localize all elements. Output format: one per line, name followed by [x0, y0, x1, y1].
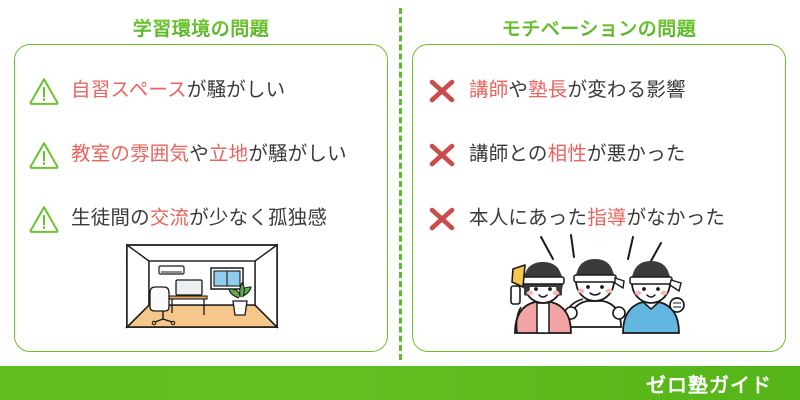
- list-item: 講師との相性が悪かった: [425, 123, 775, 187]
- card-left: 自習スペースが騒がしい 教室の雰囲気や立地が騒がしい: [14, 44, 388, 352]
- list-item: 本人にあった指導がなかった: [425, 187, 775, 251]
- card-right: 講師や塾長が変わる影響 講師との相性が悪かった: [412, 44, 786, 352]
- red-cross-icon: [425, 202, 459, 236]
- column-divider: [399, 8, 402, 360]
- list-item-text: 本人にあった指導がなかった: [469, 207, 726, 230]
- red-cross-icon: [425, 138, 459, 172]
- list-item-text: 教室の雰囲気や立地が騒がしい: [71, 143, 347, 166]
- list-item-text: 講師との相性が悪かった: [469, 143, 686, 166]
- brand-name: ゼロ塾ガイド: [646, 374, 772, 397]
- list-item: 講師や塾長が変わる影響: [425, 59, 775, 123]
- column-learning-environment: 学習環境の問題 自習スペースが騒がしい: [6, 0, 396, 366]
- column-title-right: モチベーションの問題: [404, 14, 794, 41]
- list-item: 自習スペースが騒がしい: [27, 59, 377, 123]
- warning-triangle-icon: [27, 74, 61, 108]
- issue-list-left: 自習スペースが騒がしい 教室の雰囲気や立地が騒がしい: [27, 59, 377, 251]
- warning-triangle-icon: [27, 138, 61, 172]
- cheering-students-illustration: [413, 231, 787, 347]
- list-item: 生徒間の交流が少なく孤独感: [27, 187, 377, 251]
- footer-bar: ゼロ塾ガイド: [0, 366, 800, 400]
- list-item-text: 講師や塾長が変わる影響: [469, 79, 686, 102]
- red-cross-icon: [425, 74, 459, 108]
- list-item: 教室の雰囲気や立地が騒がしい: [27, 123, 377, 187]
- warning-triangle-icon: [27, 202, 61, 236]
- empty-study-room-illustration: [15, 231, 389, 347]
- column-title-left: 学習環境の問題: [6, 14, 396, 41]
- list-item-text: 生徒間の交流が少なく孤独感: [71, 207, 328, 230]
- list-item-text: 自習スペースが騒がしい: [71, 79, 286, 102]
- column-motivation: モチベーションの問題 講師や塾長が変わる影響: [404, 0, 794, 366]
- issue-list-right: 講師や塾長が変わる影響 講師との相性が悪かった: [425, 59, 775, 251]
